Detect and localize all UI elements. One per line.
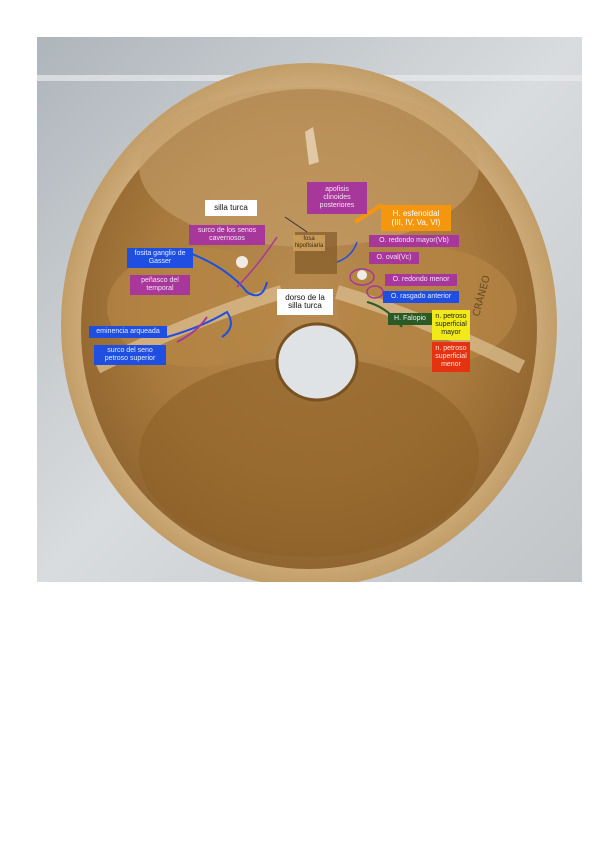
skull-illustration: CRÁNEO: [37, 37, 582, 582]
label-fosa-hipofisaria: fosa hipofisiaria: [293, 235, 325, 251]
label-o-redondo-menor: O. redondo menor: [385, 274, 457, 286]
skull-photo: CRÁNEO silla turca apofisis clinoides po…: [37, 37, 582, 582]
label-n-petroso-superficial-menor: n. petroso superficial menor: [432, 342, 470, 372]
label-o-rasgado-anterior: O. rasgado anterior: [383, 291, 459, 303]
label-o-redondo-mayor: O. redondo mayor(Vb): [369, 235, 459, 247]
label-silla-turca: silla turca: [205, 200, 257, 216]
label-dorso-silla-turca: dorso de la silla turca: [277, 289, 333, 315]
label-surco-seno-petroso: surco del seno petroso superior: [94, 345, 166, 365]
label-n-petroso-superficial-mayor: n. petroso superficial mayor: [432, 310, 470, 340]
label-h-falopio: H. Falopio: [388, 313, 432, 325]
label-o-oval: O. oval(Vc): [369, 252, 419, 264]
label-h-esfenoidal: H. esfenoidal (III, IV, Va, VI): [381, 205, 451, 231]
label-apofisis-clinoides: apofisis clinoides posteriores: [307, 182, 367, 214]
label-surco-senos-cavernosos: surco de los senos cavernosos: [189, 225, 265, 245]
label-penasco-temporal: peñasco del temporal: [130, 275, 190, 295]
label-fosita-ganglio-gasser: fosita ganglio de Gasser: [127, 248, 193, 268]
label-eminencia-arqueada: eminencia arqueada: [89, 326, 167, 338]
